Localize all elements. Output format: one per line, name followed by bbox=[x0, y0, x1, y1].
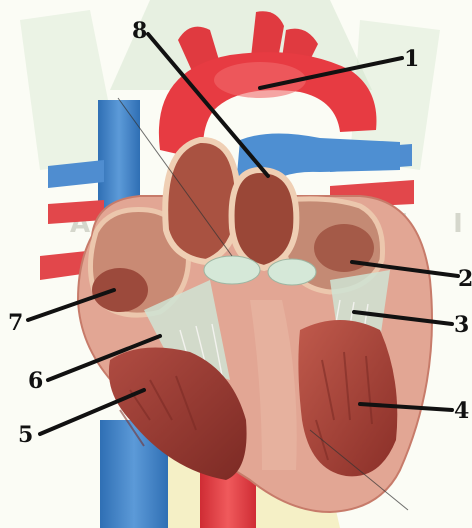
label-5: 5 bbox=[18, 422, 33, 448]
label-7: 7 bbox=[8, 310, 23, 336]
label-1: 1 bbox=[404, 46, 419, 72]
label-2: 2 bbox=[458, 266, 472, 292]
right-atrium-chamber bbox=[92, 268, 148, 312]
label-6: 6 bbox=[28, 368, 43, 394]
aortic-root bbox=[232, 170, 297, 268]
label-4: 4 bbox=[454, 398, 469, 424]
label-3: 3 bbox=[454, 312, 469, 338]
label-8: 8 bbox=[132, 18, 147, 44]
mitral-valve bbox=[268, 259, 316, 285]
pulmonary-root bbox=[165, 140, 238, 262]
tricuspid-valve bbox=[204, 256, 260, 284]
